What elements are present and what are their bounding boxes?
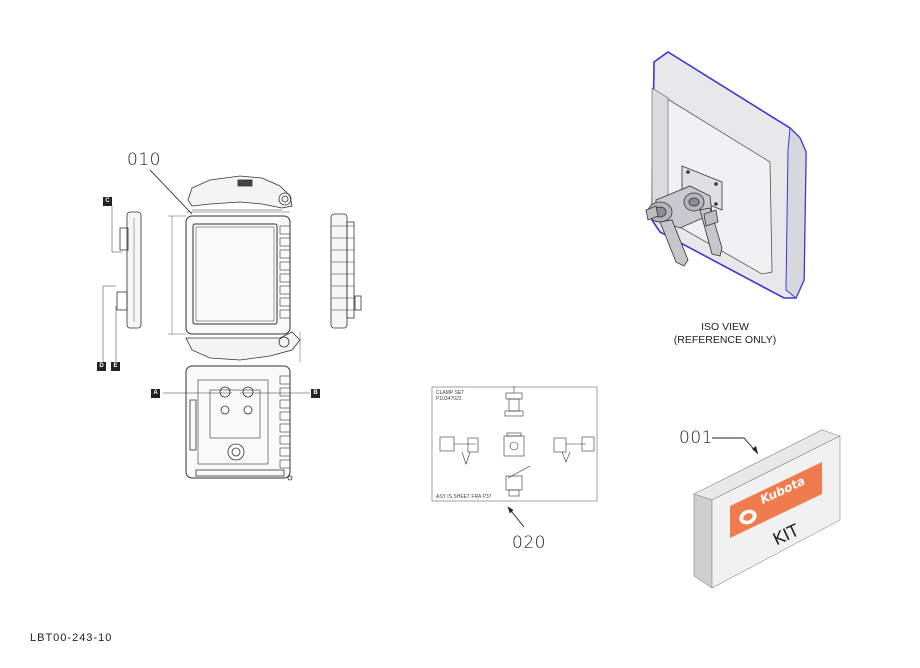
section-tag-e: E bbox=[111, 362, 120, 371]
callout-001: 001 bbox=[679, 428, 713, 448]
front-view bbox=[168, 211, 291, 335]
iso-view-caption: ISO VIEW (REFERENCE ONLY) bbox=[630, 321, 820, 347]
callout-010: 010 bbox=[127, 150, 161, 170]
clamp-sheet-footer: ASY IS SHEET FRA P37 bbox=[436, 494, 492, 500]
item-020-clamp-sheet bbox=[431, 386, 598, 528]
clamp-view-top bbox=[504, 386, 524, 417]
clamp-sheet-title: CLAMP SET bbox=[436, 390, 465, 396]
iso-view-line2: (REFERENCE ONLY) bbox=[673, 334, 777, 346]
iso-view-monitor bbox=[645, 51, 807, 299]
clamp-sheet-part: P10347022 bbox=[436, 396, 462, 402]
callout-020: 020 bbox=[512, 533, 546, 553]
clamp-view-bottom bbox=[505, 465, 531, 497]
item-010-drawing bbox=[102, 169, 362, 481]
item-001-kit-box bbox=[693, 429, 841, 589]
section-tag-c: C bbox=[103, 197, 112, 206]
section-tag-a: A bbox=[151, 389, 160, 398]
top-view bbox=[187, 175, 293, 211]
bottom-view bbox=[185, 331, 301, 362]
section-tag-d: D bbox=[97, 362, 106, 371]
clamp-view-center bbox=[503, 432, 525, 457]
section-tag-b: B bbox=[311, 389, 320, 398]
document-number: LBT00-243-10 bbox=[30, 632, 113, 644]
iso-view-line1: ISO VIEW bbox=[701, 321, 749, 333]
clamp-view-right bbox=[553, 436, 595, 463]
right-side-view bbox=[330, 213, 362, 329]
leader-010 bbox=[149, 169, 193, 215]
rear-view bbox=[163, 365, 310, 481]
left-side-view bbox=[102, 206, 142, 362]
iso-clamp bbox=[645, 185, 723, 267]
clamp-view-left bbox=[439, 436, 479, 465]
